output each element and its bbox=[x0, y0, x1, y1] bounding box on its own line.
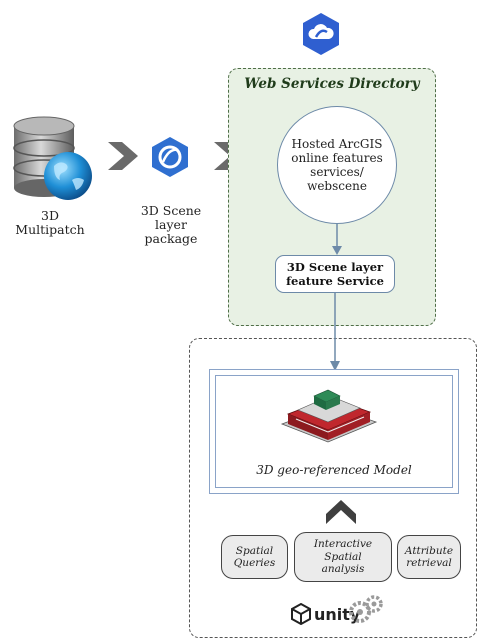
package-label-line2: layer bbox=[155, 217, 187, 232]
arcgis-online-cloud-icon bbox=[303, 13, 339, 55]
chevron-right-icon bbox=[108, 142, 138, 170]
database-label-line1: 3D bbox=[41, 208, 59, 223]
connector-arrow bbox=[330, 293, 340, 371]
tool-line2: Spatial bbox=[324, 550, 362, 563]
chevron-up-icon bbox=[326, 500, 356, 524]
hosted-line4: webscene bbox=[307, 179, 367, 193]
package-label-line1: 3D Scene bbox=[140, 203, 202, 218]
unity-wordmark: unity bbox=[314, 605, 361, 624]
attribute-retrieval-pill: Attribute retrieval bbox=[397, 535, 461, 579]
hosted-line2: online features bbox=[291, 151, 383, 165]
model-caption: 3D geo-referenced Model bbox=[256, 463, 412, 477]
interactive-spatial-analysis-pill: Interactive Spatial analysis bbox=[294, 532, 392, 582]
package-label-line3: package bbox=[144, 231, 198, 246]
arcgis-pro-icon bbox=[152, 137, 188, 177]
service-line2: feature Service bbox=[286, 274, 384, 288]
scene-layer-service-node: 3D Scene layer feature Service bbox=[275, 255, 395, 293]
building-model-icon bbox=[280, 389, 378, 443]
globe-database-icon bbox=[13, 116, 92, 200]
database-label-line2: Multipatch bbox=[15, 222, 85, 237]
hosted-line3: services/ bbox=[310, 165, 364, 179]
unity-logo-icon bbox=[291, 603, 311, 625]
spatial-queries-pill: Spatial Queries bbox=[221, 535, 288, 579]
tool-line2: Queries bbox=[233, 557, 276, 569]
service-line1: 3D Scene layer bbox=[286, 260, 384, 274]
hosted-services-node: Hosted ArcGIS online features services/ … bbox=[277, 106, 397, 224]
tool-line3: analysis bbox=[321, 563, 365, 576]
connector-arrow bbox=[332, 224, 342, 255]
package-label: 3D Scene layer package bbox=[134, 204, 208, 246]
model-inner-frame bbox=[215, 375, 453, 488]
tool-line2: retrieval bbox=[406, 557, 452, 569]
tool-line1: Interactive bbox=[313, 538, 373, 551]
tool-line1: Attribute bbox=[404, 544, 454, 557]
tool-line1: Spatial bbox=[235, 544, 274, 557]
web-services-title: Web Services Directory bbox=[244, 76, 420, 92]
gears-icon bbox=[349, 595, 383, 623]
hosted-line1: Hosted ArcGIS bbox=[291, 137, 383, 151]
database-label: 3D Multipatch bbox=[14, 209, 86, 237]
